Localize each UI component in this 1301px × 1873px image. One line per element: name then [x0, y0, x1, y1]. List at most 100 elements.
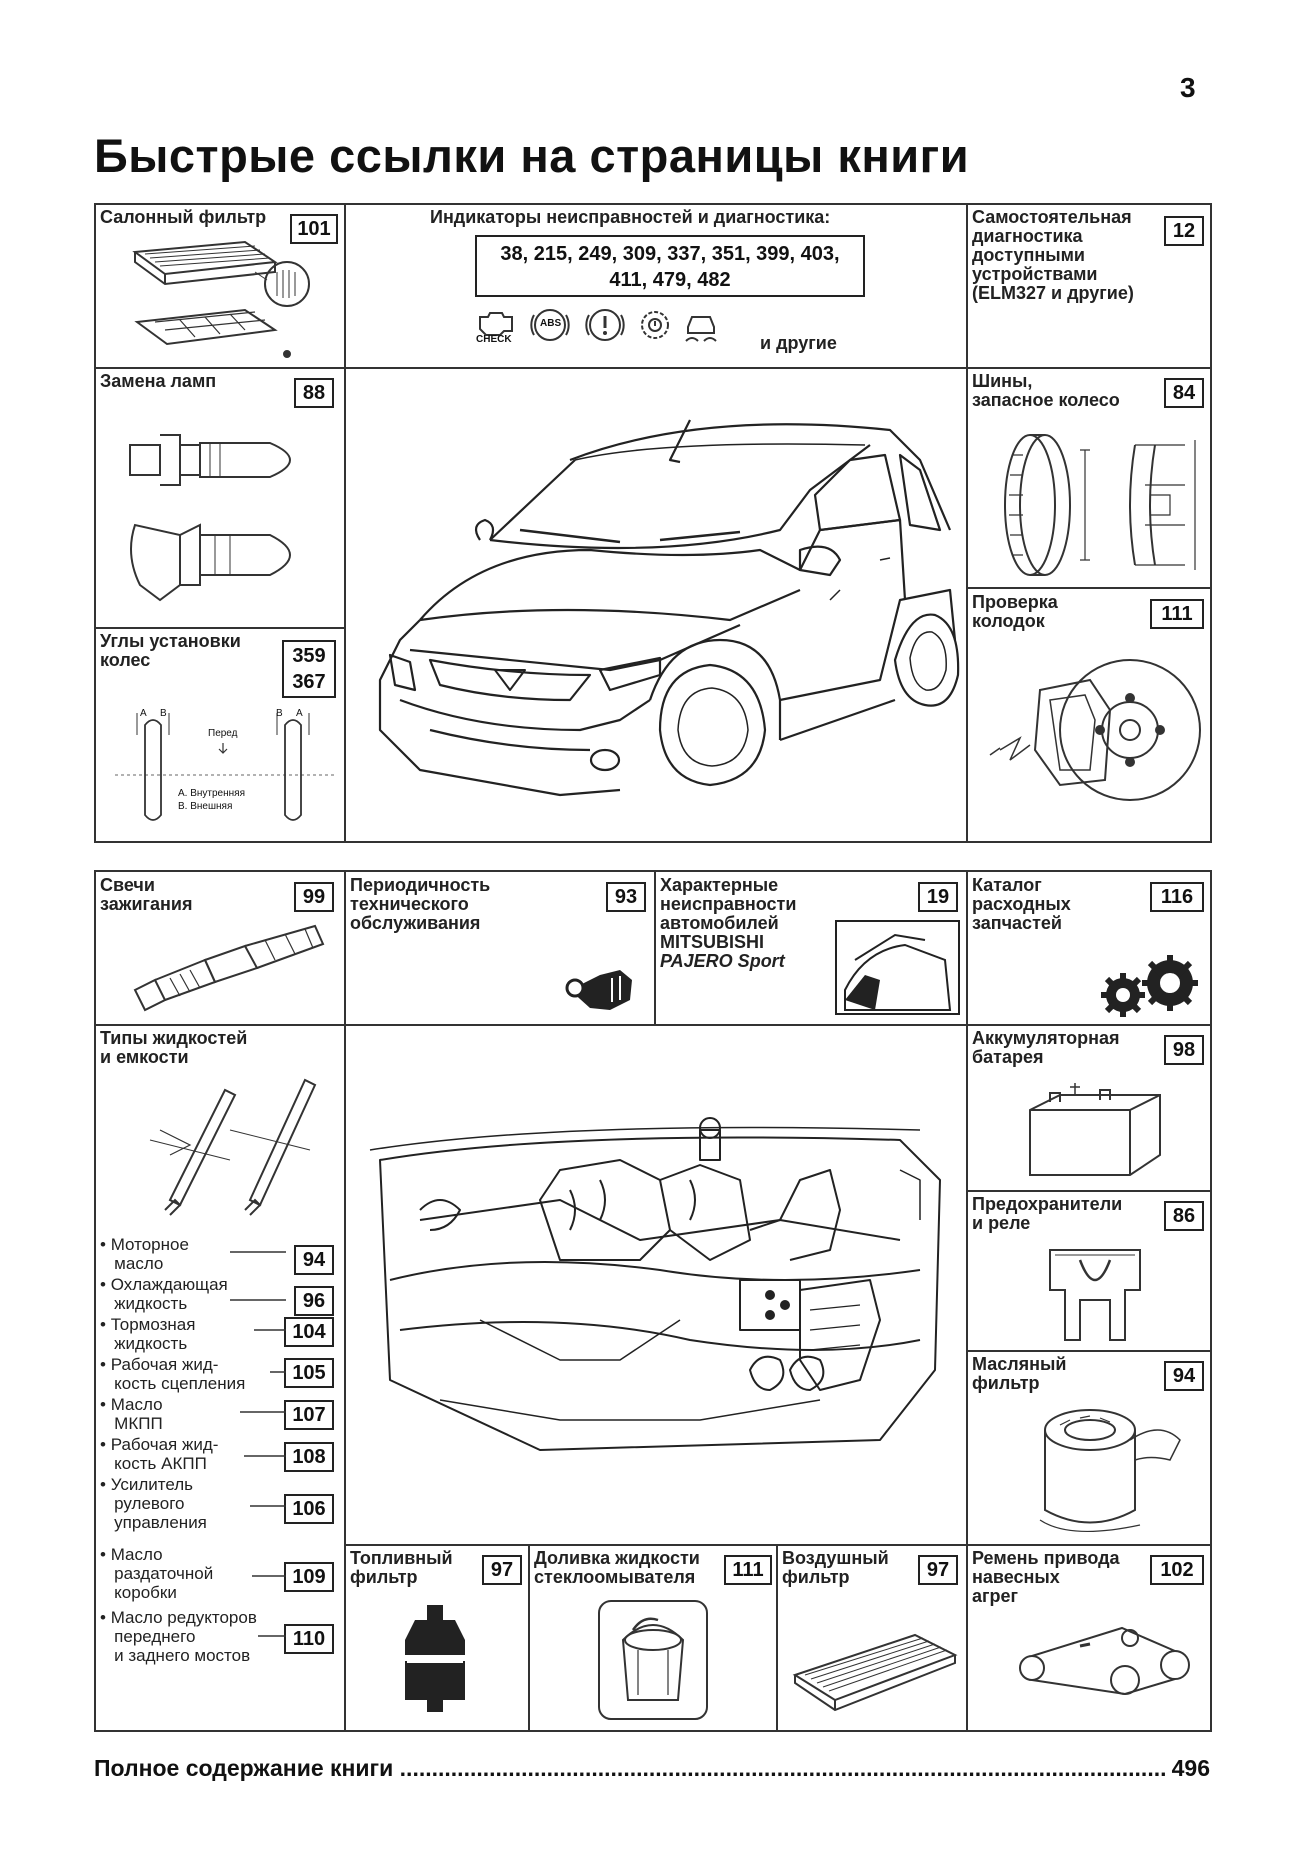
wheel-angles-page1[interactable]: 359	[292, 645, 326, 667]
pads-cell[interactable]	[966, 587, 1212, 843]
fluid-item-diff-oil: • Масло редукторов переднего и заднего м…	[100, 1608, 257, 1665]
tires-page[interactable]: 84	[1164, 378, 1204, 408]
fluid-page-at-fluid[interactable]: 108	[284, 1442, 334, 1472]
typical-faults-label: Характерные неисправности автомобилей MI…	[660, 875, 797, 971]
fluid-item-at-fluid: • Рабочая жид- кость АКПП	[100, 1435, 219, 1473]
transmission-warning-icon	[641, 311, 669, 339]
footer-page[interactable]: 496	[1167, 1755, 1210, 1782]
fluid-page-clutch[interactable]: 105	[284, 1358, 334, 1388]
spark-plugs-label: Свечи зажигания	[100, 875, 193, 914]
washer-page[interactable]: 111	[724, 1555, 772, 1585]
diagnostic-codes-line2: 411, 479, 482	[609, 269, 731, 291]
car-suv-illustration	[378, 419, 960, 797]
cabin-filter-label: Салонный фильтр	[100, 207, 267, 227]
diagnostic-codes-box[interactable]: 38, 215, 249, 309, 337, 351, 399, 403, 4…	[475, 235, 865, 297]
fuses-page[interactable]: 86	[1164, 1201, 1204, 1231]
belt-label: Ремень привода навесных агрег	[972, 1548, 1120, 1606]
fluid-item-power-steering: • Усилитель рулевого управления	[100, 1475, 207, 1532]
typical-faults-page[interactable]: 19	[918, 882, 958, 912]
fluid-item-engine-oil: • Моторное масло	[100, 1235, 189, 1273]
fluid-page-coolant[interactable]: 96	[294, 1286, 334, 1316]
oil-filter-page[interactable]: 94	[1164, 1361, 1204, 1391]
spark-plug-icon	[133, 924, 325, 1012]
abs-text: ABS	[540, 318, 562, 329]
fluids-label: Типы жидкостей и емкости	[100, 1028, 248, 1067]
tires-label: Шины, запасное колесо	[972, 371, 1120, 410]
fluid-page-diff-oil[interactable]: 110	[284, 1624, 334, 1654]
indicators-label: Индикаторы неисправностей и диагностика:	[430, 207, 831, 227]
wheel-angles-page2[interactable]: 367	[292, 671, 326, 693]
table-of-contents-link[interactable]: Полное содержание книги ................…	[94, 1755, 1210, 1782]
wheel-angles-pages[interactable]: 359 367	[282, 640, 336, 698]
wheel-alignment-diagram	[115, 713, 335, 821]
wheel-caption-a: A. Внутренняя	[178, 788, 245, 799]
pads-page[interactable]: 111	[1150, 599, 1204, 629]
tire-icon	[1004, 434, 1196, 576]
stability-icon	[685, 316, 717, 342]
wrench-hand-icon	[565, 970, 632, 1010]
wheel-caption-front: Перед	[208, 728, 238, 739]
wheel-letter-a: A	[140, 708, 147, 719]
fuel-filter-label: Топливный фильтр	[350, 1548, 453, 1587]
oil-filter-label: Масляный фильтр	[972, 1354, 1067, 1393]
fluid-item-mt-oil: • Масло МКПП	[100, 1395, 163, 1433]
chassis-engine-illustration	[369, 1117, 941, 1451]
fuses-label: Предохранители и реле	[972, 1194, 1123, 1233]
fuel-filter-page[interactable]: 97	[482, 1555, 522, 1585]
lamps-page[interactable]: 88	[294, 378, 334, 408]
self-diag-label: Самостоятельная диагностика доступными у…	[972, 207, 1134, 303]
abs-icon	[530, 309, 570, 341]
page-number: 3	[1180, 72, 1196, 103]
self-diag-page[interactable]: 12	[1164, 216, 1204, 246]
wheel-angles-label: Углы установки колес	[100, 631, 241, 670]
warning-icon	[585, 309, 625, 341]
lamps-cell[interactable]	[94, 367, 346, 629]
indicators-others: и другие	[760, 333, 837, 353]
lamp-bulb-icon	[129, 434, 291, 602]
oil-filter-icon	[1039, 1409, 1181, 1533]
page-title: Быстрые ссылки на страницы книги	[94, 129, 970, 182]
fluid-page-power-steering[interactable]: 106	[284, 1494, 334, 1524]
battery-page[interactable]: 98	[1164, 1035, 1204, 1065]
fluid-item-transfer-oil: • Масло раздаточной коробки	[100, 1545, 214, 1602]
washer-label: Доливка жидкости стеклоомывателя	[534, 1548, 700, 1587]
drive-belt-icon	[1019, 1626, 1190, 1696]
cabin-filter-page[interactable]: 101	[290, 214, 338, 244]
catalog-label: Каталог расходных запчастей	[972, 875, 1071, 933]
wheel-letter-a-right: A	[296, 708, 303, 719]
footer-label: Полное содержание книги	[94, 1755, 394, 1781]
fluid-page-transfer-oil[interactable]: 109	[284, 1562, 334, 1592]
wheel-letter-b: B	[160, 708, 167, 719]
fluid-page-mt-oil[interactable]: 107	[284, 1400, 334, 1430]
wheel-letter-b-right: B	[276, 708, 283, 719]
gears-icon	[1101, 955, 1198, 1017]
fluid-page-engine-oil[interactable]: 94	[294, 1245, 334, 1275]
lamps-label: Замена ламп	[100, 371, 217, 391]
fluid-item-clutch: • Рабочая жид- кость сцепления	[100, 1355, 246, 1393]
footer-leader-dots: ........................................…	[399, 1755, 1210, 1781]
check-engine-icon	[479, 312, 513, 336]
fluid-item-brake: • Тормозная жидкость	[100, 1315, 196, 1353]
brake-caliper-icon	[989, 659, 1201, 801]
washer-reservoir-icon	[598, 1600, 708, 1720]
maintenance-page[interactable]: 93	[606, 882, 646, 912]
battery-icon	[1029, 1083, 1161, 1176]
fuses-cell[interactable]	[966, 1190, 1212, 1352]
belt-page[interactable]: 102	[1150, 1555, 1204, 1585]
spark-plugs-cell[interactable]	[94, 870, 346, 1026]
fuel-filter-icon	[405, 1605, 465, 1712]
fluid-leader-lines	[230, 1251, 286, 1637]
car-cell	[344, 367, 968, 843]
maintenance-label: Периодичность технического обслуживания	[350, 875, 491, 933]
cabin-filter-icon	[132, 240, 310, 358]
fuse-icon	[1049, 1249, 1141, 1341]
catalog-page[interactable]: 116	[1150, 882, 1204, 912]
air-filter-label: Воздушный фильтр	[782, 1548, 889, 1587]
chassis-cell	[344, 1024, 968, 1546]
air-filter-page[interactable]: 97	[918, 1555, 958, 1585]
spark-plugs-page[interactable]: 99	[294, 882, 334, 912]
car-hood-icon	[835, 920, 960, 1015]
dipstick-icon	[149, 1078, 317, 1216]
fluid-item-coolant: • Охлаждающая жидкость	[100, 1275, 228, 1313]
fluid-page-brake[interactable]: 104	[284, 1317, 334, 1347]
